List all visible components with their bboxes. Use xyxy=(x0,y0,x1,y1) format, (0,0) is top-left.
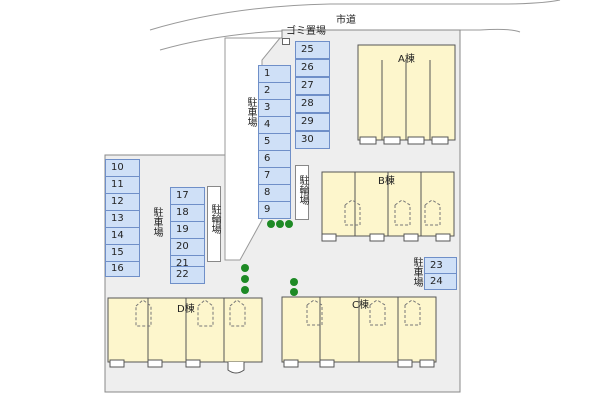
building-a xyxy=(357,44,456,145)
tree-icon xyxy=(285,220,293,228)
building-b xyxy=(321,171,455,242)
parking-label-west: 駐車場 xyxy=(151,207,162,237)
tree-icon xyxy=(241,264,249,272)
parking-slot-28[interactable]: 28 xyxy=(295,95,330,113)
bicycle-parking-middle xyxy=(207,186,221,262)
parking-slot-25[interactable]: 25 xyxy=(295,41,330,59)
street-label: 市道 xyxy=(336,15,356,26)
parking-slot-17[interactable]: 17 xyxy=(170,187,205,205)
parking-slot-30[interactable]: 30 xyxy=(295,131,330,149)
parking-slot-26[interactable]: 26 xyxy=(295,59,330,77)
parking-slot-5[interactable]: 5 xyxy=(258,133,291,151)
parking-slot-3[interactable]: 3 xyxy=(258,99,291,117)
trash-area-label: ゴミ置場 xyxy=(286,26,326,37)
parking-slot-27[interactable]: 27 xyxy=(295,77,330,95)
building-a-label: A棟 xyxy=(398,54,415,65)
tree-icon xyxy=(267,220,275,228)
parking-slot-18[interactable]: 18 xyxy=(170,204,205,222)
tree-icon xyxy=(241,286,249,294)
tree-icon xyxy=(241,275,249,283)
parking-slot-4[interactable]: 4 xyxy=(258,116,291,134)
parking-slot-12[interactable]: 12 xyxy=(105,193,140,211)
bicycle-parking-lane xyxy=(295,165,309,220)
bicycle-label-middle: 駐輪場 xyxy=(209,204,220,234)
parking-slot-11[interactable]: 11 xyxy=(105,176,140,194)
parking-slot-29[interactable]: 29 xyxy=(295,113,330,131)
parking-slot-2[interactable]: 2 xyxy=(258,82,291,100)
building-b-label: B棟 xyxy=(378,176,395,187)
parking-slot-6[interactable]: 6 xyxy=(258,150,291,168)
parking-slot-8[interactable]: 8 xyxy=(258,184,291,202)
street-edge xyxy=(149,0,561,31)
parking-slot-7[interactable]: 7 xyxy=(258,167,291,185)
parking-label-lane: 駐車場 xyxy=(245,97,256,127)
building-d-label: D棟 xyxy=(177,304,195,315)
parking-slot-19[interactable]: 19 xyxy=(170,221,205,239)
parking-slot-24[interactable]: 24 xyxy=(424,273,457,290)
parking-slot-16[interactable]: 16 xyxy=(105,261,140,277)
building-d xyxy=(107,297,263,374)
parking-slot-22[interactable]: 22 xyxy=(170,266,205,284)
parking-slot-9[interactable]: 9 xyxy=(258,201,291,219)
bicycle-label-lane: 駐輪場 xyxy=(297,175,308,205)
building-c xyxy=(281,296,437,368)
parking-slot-1[interactable]: 1 xyxy=(258,65,291,83)
parking-slot-23[interactable]: 23 xyxy=(424,257,457,274)
parking-label-east: 駐車場 xyxy=(411,257,422,287)
parking-slot-14[interactable]: 14 xyxy=(105,227,140,245)
parking-slot-10[interactable]: 10 xyxy=(105,159,140,177)
parking-slot-20[interactable]: 20 xyxy=(170,238,205,256)
driveway xyxy=(224,37,282,261)
parking-slot-13[interactable]: 13 xyxy=(105,210,140,228)
tree-icon xyxy=(290,288,298,296)
parking-slot-15[interactable]: 15 xyxy=(105,244,140,262)
tree-icon xyxy=(290,278,298,286)
trash-area xyxy=(282,38,290,45)
building-c-label: C棟 xyxy=(352,300,369,311)
tree-icon xyxy=(276,220,284,228)
